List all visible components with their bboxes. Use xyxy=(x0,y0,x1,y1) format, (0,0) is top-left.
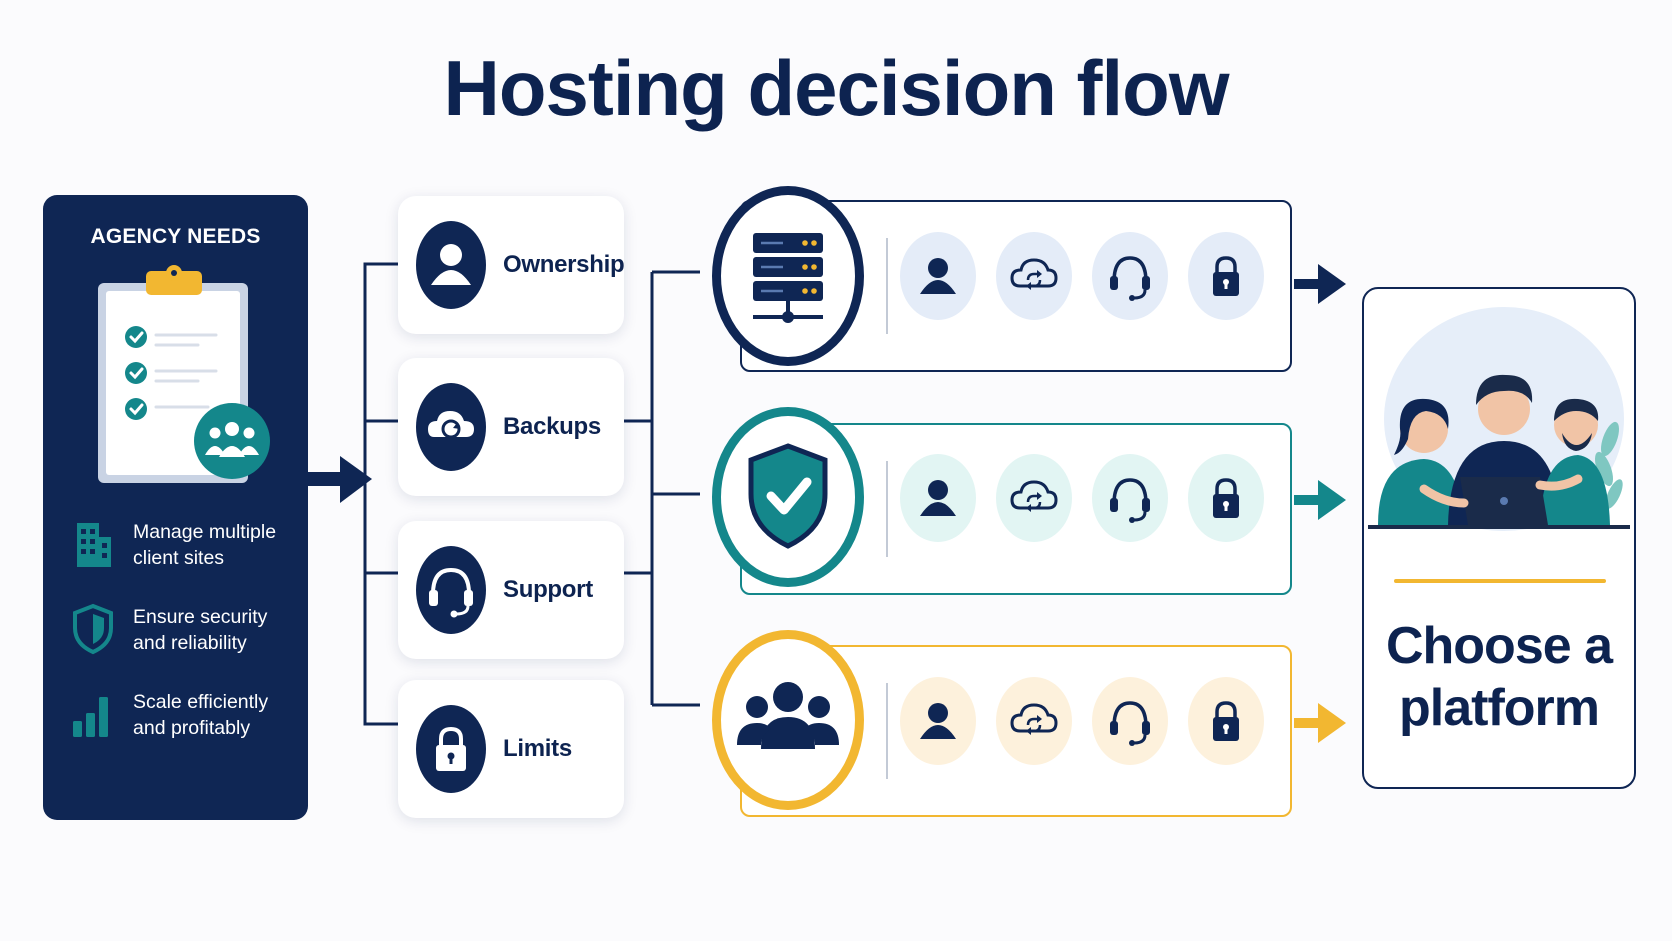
user-icon xyxy=(900,232,976,320)
arrow-right-icon xyxy=(308,456,372,503)
criteria-bracket xyxy=(363,262,372,726)
lock-icon xyxy=(1188,454,1264,542)
criteria-label: Support xyxy=(503,576,593,603)
arrow-right-icon xyxy=(1294,703,1346,743)
user-icon xyxy=(416,221,486,309)
headset-icon xyxy=(1092,677,1168,765)
headset-icon xyxy=(416,546,486,634)
need-security: Ensure security and reliability xyxy=(71,600,301,660)
need-scale: Scale efficiently and profitably xyxy=(71,685,301,745)
lock-icon xyxy=(416,705,486,793)
divider xyxy=(886,238,888,334)
cloud-sync-icon xyxy=(996,232,1072,320)
plant-icon xyxy=(1594,421,1623,509)
need-text: Scale efficiently and profitably xyxy=(133,691,269,739)
criteria-card-backups: Backups xyxy=(398,358,624,496)
user-icon xyxy=(900,454,976,542)
criteria-label: Limits xyxy=(503,735,572,762)
building-icon xyxy=(77,523,111,567)
cloud-sync-icon xyxy=(996,454,1072,542)
need-text: Manage multiple client sites xyxy=(133,521,277,569)
user-icon xyxy=(900,677,976,765)
server-icon xyxy=(753,233,823,323)
option-icon-circle xyxy=(712,186,864,366)
cloud-sync-icon xyxy=(416,383,486,471)
criteria-label: Ownership xyxy=(503,251,625,278)
criteria-label: Backups xyxy=(503,413,601,440)
divider xyxy=(886,461,888,557)
arrow-right-icon xyxy=(1294,264,1346,304)
team-illustration xyxy=(1368,307,1630,531)
need-text: Ensure security and reliability xyxy=(133,606,268,654)
arrow-right-icon xyxy=(1294,480,1346,520)
option-icon-circle xyxy=(712,630,864,810)
clipboard-icon xyxy=(98,265,270,483)
lock-icon xyxy=(1188,677,1264,765)
criteria-card-limits: Limits xyxy=(398,680,624,818)
need-manage-sites: Manage multiple client sites xyxy=(71,515,301,575)
agency-needs-panel: AGENCY NEEDS xyxy=(43,195,308,820)
cloud-sync-icon xyxy=(996,677,1072,765)
criteria-card-support: Support xyxy=(398,521,624,659)
divider xyxy=(1394,579,1606,583)
shield-icon xyxy=(73,603,113,655)
page-title: Hosting decision flow xyxy=(443,44,1229,132)
bar-chart-icon xyxy=(73,697,108,737)
platform-card: Choose a platform xyxy=(1362,287,1636,789)
shield-check-icon xyxy=(748,443,828,549)
result-text: Choose a platform xyxy=(1385,617,1613,737)
option-icon-circle xyxy=(712,407,864,587)
lock-icon xyxy=(1188,232,1264,320)
agency-needs-heading: AGENCY NEEDS xyxy=(90,225,261,248)
divider xyxy=(886,683,888,779)
criteria-card-ownership: Ownership xyxy=(398,196,625,334)
headset-icon xyxy=(1092,454,1168,542)
headset-icon xyxy=(1092,232,1168,320)
group-icon xyxy=(737,682,839,749)
